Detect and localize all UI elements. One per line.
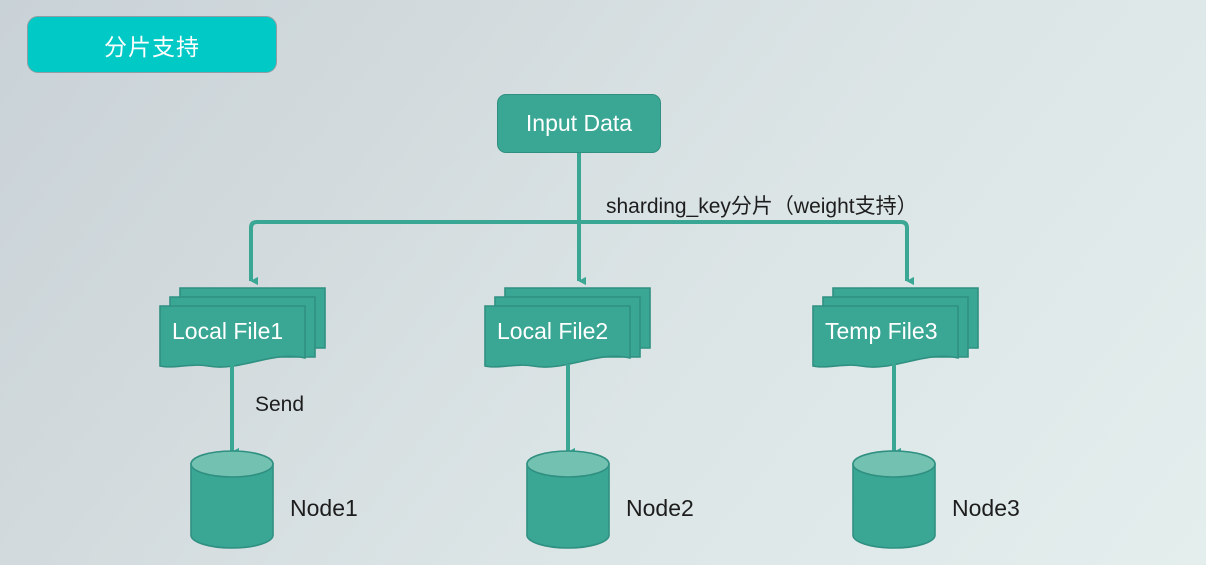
sharding-key-edge-label: sharding_key分片（weight支持） [606, 195, 918, 218]
input-data-box[interactable]: Input Data [497, 94, 661, 153]
sharding-support-badge-label: 分片支持 [104, 33, 200, 60]
sharding-support-badge[interactable]: 分片支持 [27, 16, 277, 73]
node-cylinder-1[interactable] [190, 450, 274, 549]
node-2-label: Node2 [626, 495, 694, 521]
node-1-label: Node1 [290, 495, 358, 521]
file-stack-3[interactable] [812, 287, 979, 368]
node-cylinder-3[interactable] [852, 450, 936, 549]
file-stack-2[interactable] [484, 287, 651, 368]
input-data-label: Input Data [525, 110, 633, 136]
send-edge-label: Send [255, 393, 305, 416]
file-stack-1[interactable] [159, 287, 326, 368]
node-cylinder-2[interactable] [526, 450, 610, 549]
node-3-label: Node3 [952, 495, 1020, 521]
